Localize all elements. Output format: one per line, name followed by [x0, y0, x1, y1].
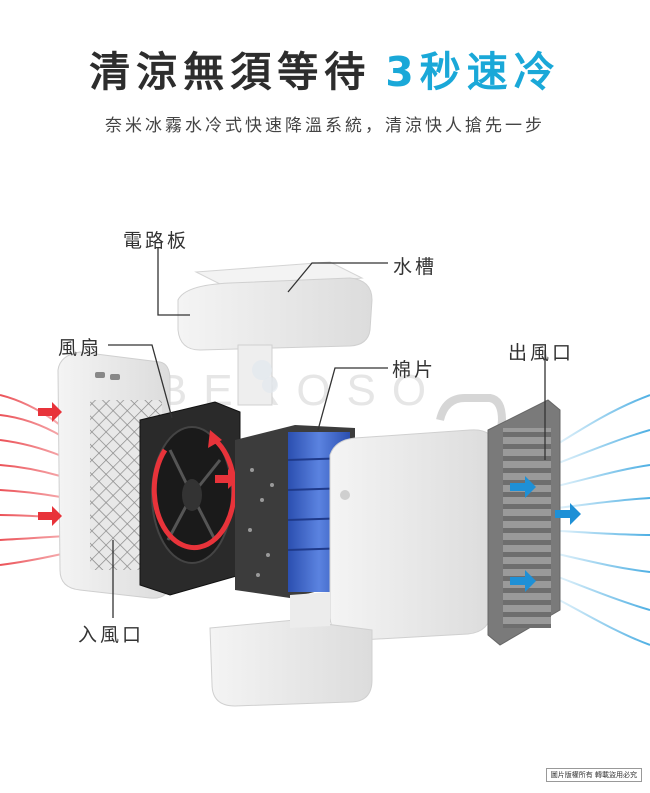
label-fan: 風扇	[58, 337, 103, 359]
warm-air-arrows	[38, 402, 238, 526]
subheadline: 奈米冰霧水冷式快速降溫系統，清涼快人搶先一步	[105, 116, 545, 136]
leader-lines	[108, 248, 546, 618]
label-circuit-board: 電路板	[123, 230, 190, 252]
headline-accent: 3秒速冷	[385, 48, 561, 96]
outlet-grille	[487, 399, 561, 646]
headline: 清涼無須等待 3秒速冷	[0, 38, 650, 98]
label-water-tank: 水槽	[393, 256, 438, 278]
label-air-inlet: 入風口	[78, 624, 145, 646]
bottom-base	[209, 592, 373, 707]
label-cooling-pad: 棉片	[392, 359, 437, 381]
water-tank	[177, 261, 373, 406]
headline-main: 清涼無須等待	[89, 48, 372, 96]
copyright-notice: 圖片版權所有 轉載盜用必究	[545, 768, 642, 782]
cool-air-arrows	[510, 476, 581, 592]
front-housing	[329, 394, 507, 641]
fan-rotation-icon	[151, 438, 237, 551]
label-air-outlet: 出風口	[508, 342, 575, 364]
exploded-view-illustration: BEROSO	[0, 248, 650, 707]
fan	[139, 401, 241, 596]
